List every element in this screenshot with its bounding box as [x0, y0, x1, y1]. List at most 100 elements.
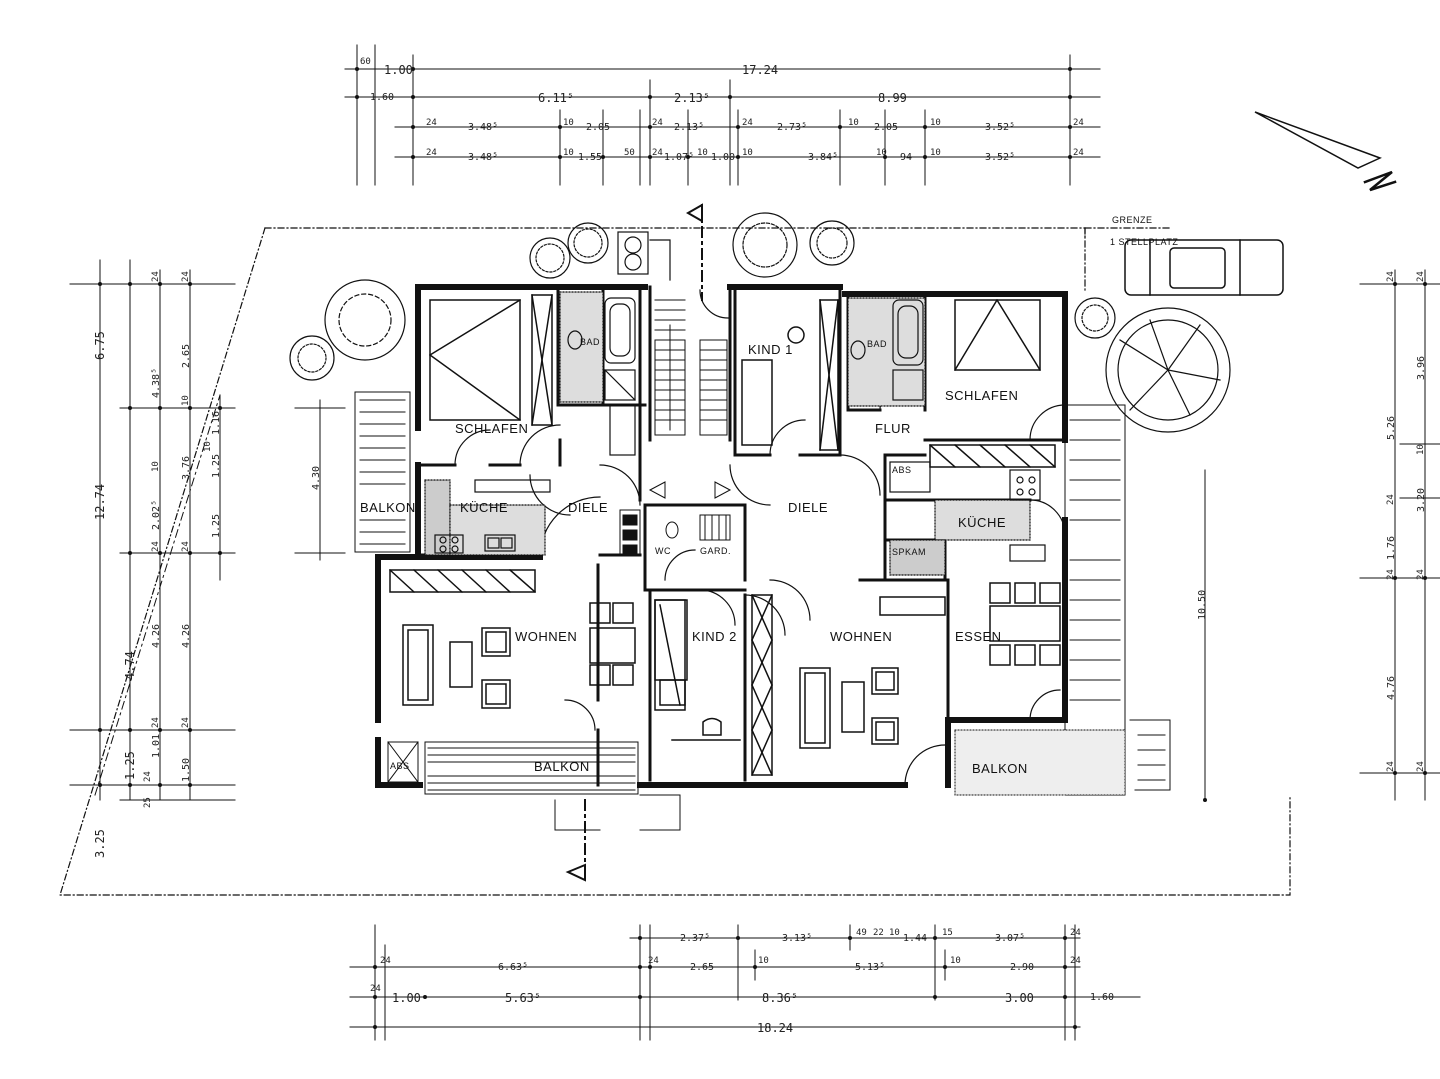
bed-kind-1 [741, 299, 839, 451]
dim-text: 2.65 [690, 962, 715, 973]
right-dimension-lines [1204, 269, 1440, 801]
dim-text: 24 [1386, 761, 1396, 772]
dim-text: 10 [889, 928, 900, 938]
dim-text: 10 [848, 118, 859, 128]
dim-text: 1.00 [711, 152, 736, 163]
dim-text: 60 [360, 57, 371, 67]
right-dimension-ticks [1203, 282, 1427, 802]
dim-text: 10 [203, 441, 213, 452]
dim-text: 10 [697, 148, 708, 158]
dim-text: 24 [370, 984, 381, 994]
dim-text: 4.74 [123, 651, 137, 680]
dim-text: 24 [151, 271, 161, 282]
dim-text: 24 [181, 717, 191, 728]
dim-text: 3.00 [1005, 991, 1034, 1005]
dim-text: 3.25 [93, 829, 107, 858]
dim-text: 10 [563, 148, 574, 158]
balcony-left [354, 391, 411, 553]
dim-text: 24 [1073, 148, 1084, 158]
room-label-kueche-right: KÜCHE [958, 515, 1007, 530]
bottom-dimension-ticks [373, 936, 1077, 1029]
dim-text: 10 [563, 118, 574, 128]
dim-text: 24 [151, 717, 161, 728]
room-label-bad-middle: BAD [867, 339, 888, 349]
dim-text: 1.00 [392, 991, 421, 1005]
dim-text: 49 [856, 928, 867, 938]
dim-text: 1.25 [123, 751, 137, 780]
dim-text: 4.26 [181, 623, 192, 648]
dim-text: 10 [742, 148, 753, 158]
room-label-balkon-bottom: BALKON [534, 759, 590, 774]
room-label-balkon-left: BALKON [360, 500, 416, 515]
dim-text: 3.96 [1416, 355, 1427, 380]
room-label-schlafen-right: SCHLAFEN [945, 388, 1019, 403]
dim-text: 10 [930, 118, 941, 128]
dim-text: 3.76 [181, 455, 192, 480]
room-label-diele-left: DIELE [568, 500, 609, 515]
dim-text: 24 [1070, 956, 1081, 966]
dim-text: 1.76 [1386, 535, 1397, 560]
left-dimension-ticks [98, 282, 222, 787]
dim-text: 2.02⁵ [151, 499, 162, 530]
bed-schlafen-right [928, 298, 1057, 469]
room-label-gard: GARD. [700, 546, 732, 556]
dim-text: 1.60 [1090, 992, 1115, 1003]
dim-text: 24 [181, 271, 191, 282]
dim-text: 3.07⁵ [995, 933, 1026, 944]
dim-text: 3.48⁵ [468, 152, 499, 163]
kitchen-right [889, 461, 1046, 576]
dim-text: 24 [1386, 569, 1396, 580]
stairwell [619, 299, 732, 556]
dim-text: 4.26 [151, 623, 162, 648]
dim-text: 3.84⁵ [808, 152, 839, 163]
north-label: N [1364, 168, 1365, 169]
dim-text: 15 [942, 928, 953, 938]
dim-text: 5.63⁵ [505, 991, 542, 1005]
dim-text: 3.48⁵ [468, 122, 499, 133]
furniture-wohnen-left [388, 568, 636, 709]
dim-text: 1.50 [181, 757, 192, 782]
bathroom-left [559, 291, 636, 456]
dim-text: 2.13⁵ [674, 122, 705, 133]
dim-text: 4.30 [311, 465, 322, 490]
room-label-diele-right: DIELE [788, 500, 829, 515]
dim-text: 10 [758, 956, 769, 966]
dim-text: 24 [1416, 271, 1426, 282]
dim-text: 1.16 [211, 410, 222, 435]
room-label-kueche-left: KÜCHE [460, 500, 509, 515]
dim-text: 24 [426, 118, 437, 128]
kitchen-left [424, 479, 551, 556]
dim-text: 2.05 [586, 122, 611, 133]
dim-text: 2.13⁵ [674, 91, 711, 105]
dim-text: 10 [876, 148, 887, 158]
dim-text: 24 [1070, 928, 1081, 938]
dim-text: 5.26 [1386, 415, 1397, 440]
dim-text: 10 [930, 148, 941, 158]
top-dimension-ticks [355, 67, 1072, 159]
dim-text: 24 [652, 148, 663, 158]
furniture-kind-2 [654, 594, 773, 776]
dim-text: 10.50 [1197, 589, 1208, 620]
dim-text: 12.74 [93, 483, 107, 520]
dim-text: 10 [151, 461, 161, 472]
car [1124, 239, 1284, 296]
dim-text: 6.63⁵ [498, 962, 529, 973]
dim-text: 50 [624, 148, 635, 158]
label-stellplatz: 1 STELLPLATZ [1110, 237, 1179, 247]
dim-text: 1.25 [211, 453, 222, 478]
balcony-right [954, 404, 1171, 796]
dim-text: 6.75 [93, 331, 107, 360]
dim-text: 2.65 [181, 343, 192, 368]
room-label-bad-left: BAD [580, 337, 601, 347]
furniture-wohnen-essen-right [799, 582, 1061, 749]
dim-text: 24 [1386, 494, 1396, 505]
dim-text: 2.90 [1010, 962, 1035, 973]
bottom-dimension-lines [349, 924, 1141, 1041]
room-label-essen: ESSEN [955, 629, 1002, 644]
dim-text: 3.52⁵ [985, 122, 1016, 133]
dim-text: 24 [648, 956, 659, 966]
room-label-wohnen-right: WOHNEN [830, 629, 893, 644]
dim-text: 1.55 [578, 152, 603, 163]
